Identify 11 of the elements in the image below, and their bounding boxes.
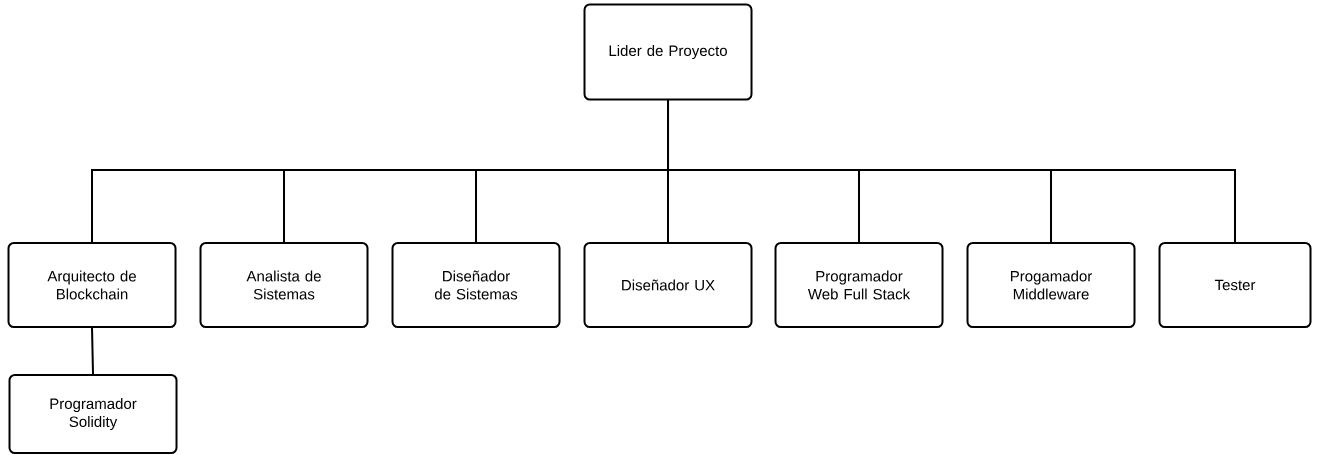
role-box: Programador Web Full Stack xyxy=(774,242,944,328)
role-box: Lider de Proyecto xyxy=(583,3,753,101)
role-box: Programador Solidity xyxy=(8,374,178,454)
role-box: Diseñador UX xyxy=(583,242,753,328)
role-box: Analista de Sistemas xyxy=(199,242,369,328)
role-box: Diseñador de Sistemas xyxy=(391,242,561,328)
role-box: Tester xyxy=(1158,242,1312,328)
role-box: Progamador Middleware xyxy=(966,242,1136,328)
connector-line xyxy=(667,99,1236,243)
connector-line xyxy=(91,327,94,375)
role-box: Arquitecto de Blockchain xyxy=(7,242,177,328)
